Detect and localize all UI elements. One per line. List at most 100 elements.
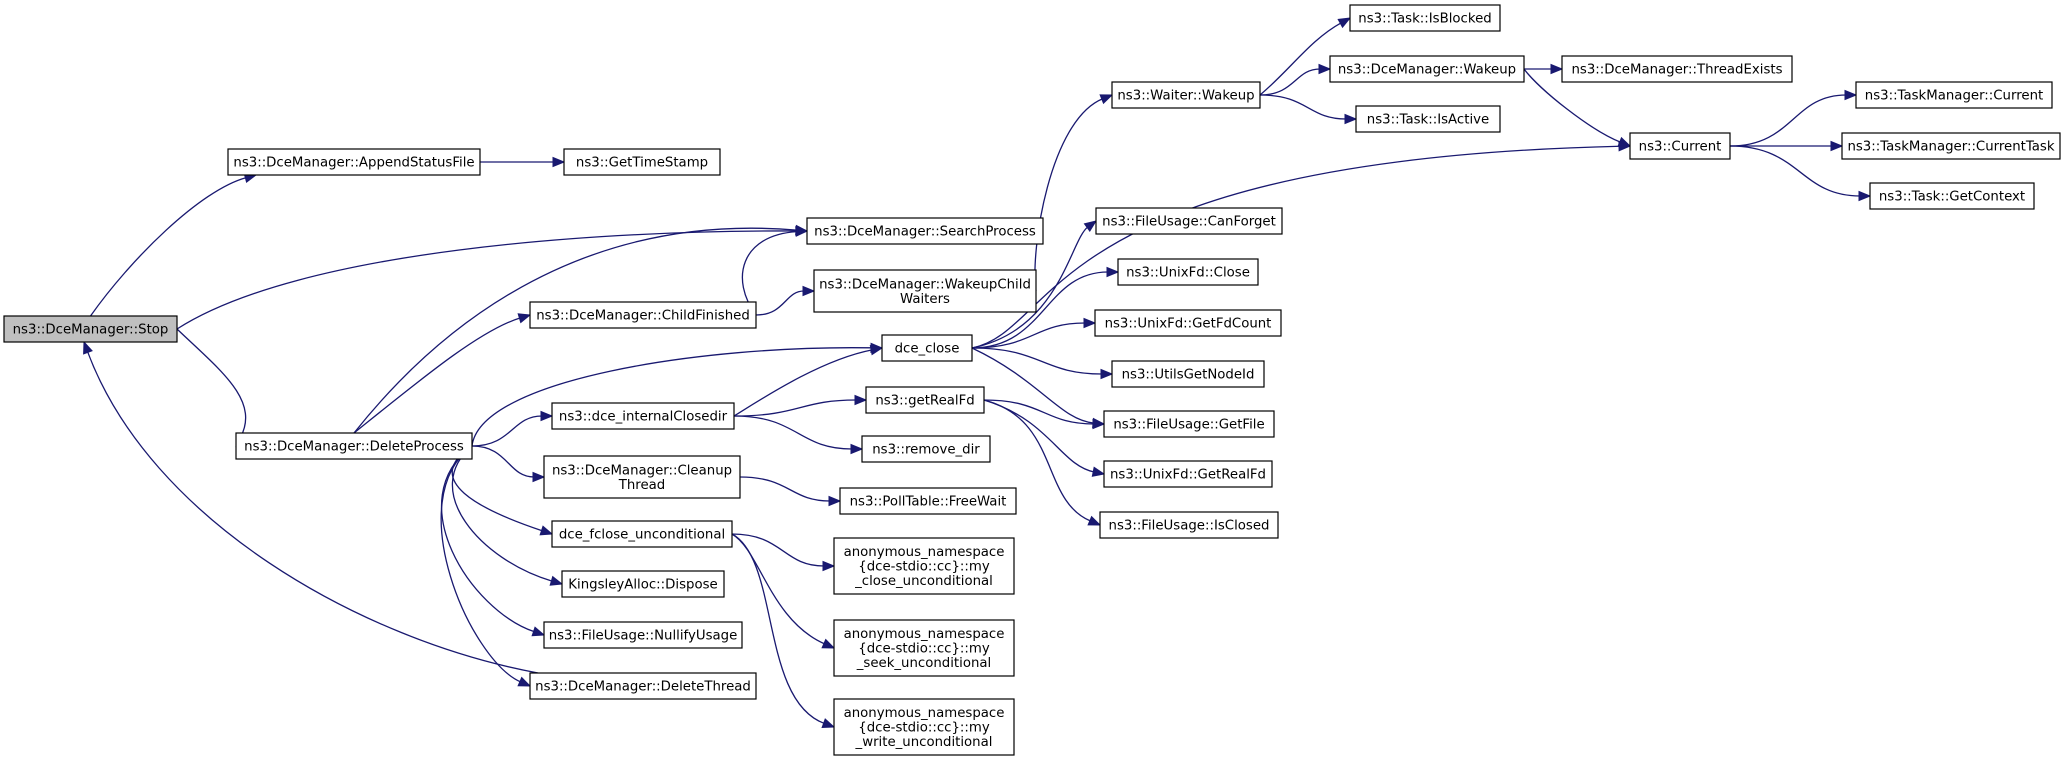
node-current[interactable]: ns3::Current — [1629, 132, 1731, 160]
node-box — [561, 570, 725, 598]
node-box — [227, 148, 481, 176]
call-edges — [83, 17, 1872, 728]
node-label: ns3::DceManager::WakeupChild — [819, 277, 1031, 292]
node-label: _seek_unconditional — [856, 656, 991, 671]
node-waiterwake[interactable]: ns3::Waiter::Wakeup — [1111, 81, 1261, 109]
arrow-head-icon — [854, 394, 868, 406]
node-box — [543, 455, 741, 499]
node-isblocked[interactable]: ns3::Task::IsBlocked — [1349, 4, 1501, 32]
edge-waiterwake-to-isblocked — [1259, 17, 1352, 96]
edge-dceclose-to-current — [971, 141, 1632, 349]
edge-fcloseuncond-to-myclose — [731, 533, 836, 572]
node-getfdcount[interactable]: ns3::UnixFd::GetFdCount — [1094, 309, 1282, 337]
node-tmcurrenttask[interactable]: ns3::TaskManager::CurrentTask — [1841, 132, 2061, 160]
node-search[interactable]: ns3::DceManager::SearchProcess — [806, 217, 1044, 245]
arrow-head-icon — [83, 340, 93, 355]
node-label: ns3::Task::IsBlocked — [1358, 12, 1491, 27]
node-box — [1855, 81, 2053, 109]
node-freewait[interactable]: ns3::PollTable::FreeWait — [839, 487, 1017, 515]
node-delthread[interactable]: ns3::DceManager::DeleteThread — [529, 672, 757, 700]
node-label: ns3::dce_internalClosedir — [559, 410, 728, 425]
node-label: ns3::DceManager::Stop — [13, 323, 169, 338]
edge-getrealfd-to-unixgetrealfd — [983, 399, 1106, 477]
arrow-head-icon — [517, 313, 532, 324]
node-myseek[interactable]: anonymous_namespace{dce-stdio::cc}::my_s… — [833, 619, 1015, 677]
arrow-head-icon — [1099, 94, 1114, 105]
node-box — [881, 334, 973, 362]
node-threadexists[interactable]: ns3::DceManager::ThreadExists — [1561, 55, 1793, 83]
node-fcloseuncond[interactable]: dce_fclose_unconditional — [551, 520, 733, 548]
node-mywrite[interactable]: anonymous_namespace{dce-stdio::cc}::my_w… — [833, 698, 1015, 756]
edge-wakeupchild-to-waiterwake — [1034, 94, 1114, 292]
node-isclosed[interactable]: ns3::FileUsage::IsClosed — [1099, 511, 1279, 539]
node-dceclose[interactable]: dce_close — [881, 334, 973, 362]
node-box — [1349, 4, 1501, 32]
node-delproc[interactable]: ns3::DceManager::DeleteProcess — [235, 432, 473, 460]
node-label: ns3::DceManager::ChildFinished — [536, 309, 750, 324]
edge-childfin-to-wakeupchild — [755, 285, 816, 316]
node-box — [833, 698, 1015, 756]
call-nodes: ns3::DceManager::Stop ns3::DceManager::Ap… — [3, 4, 2061, 756]
edge-line — [471, 347, 873, 447]
edge-dceclose-to-canforget — [971, 220, 1098, 349]
edge-delproc-to-cleanup — [471, 445, 546, 483]
node-box — [1841, 132, 2061, 160]
edge-line — [731, 533, 825, 567]
node-box — [1329, 55, 1525, 83]
edge-line — [440, 445, 535, 633]
edge-waiterwake-to-mgrwake — [1259, 63, 1332, 96]
arrow-head-icon — [532, 471, 546, 483]
node-box — [1103, 410, 1275, 438]
node-label: ns3::FileUsage::NullifyUsage — [549, 629, 738, 644]
node-box — [551, 520, 733, 548]
edge-line — [733, 415, 853, 450]
node-tmcurrent[interactable]: ns3::TaskManager::Current — [1855, 81, 2053, 109]
node-nullify[interactable]: ns3::FileUsage::NullifyUsage — [543, 621, 743, 649]
node-label: dce_fclose_unconditional — [559, 528, 725, 543]
node-getnodeid[interactable]: ns3::UtilsGetNodeId — [1111, 360, 1265, 388]
node-myclose[interactable]: anonymous_namespace{dce-stdio::cc}::my_c… — [833, 537, 1015, 595]
edge-current-to-tmcurrenttask — [1730, 140, 1844, 152]
edge-delproc-to-nullify — [440, 445, 546, 637]
node-append[interactable]: ns3::DceManager::AppendStatusFile — [227, 148, 481, 176]
node-label: ns3::UtilsGetNodeId — [1122, 368, 1255, 383]
arrow-head-icon — [531, 626, 546, 637]
edge-internalclosedir-to-dceclose — [733, 345, 884, 417]
edge-mgrwake-to-threadexists — [1524, 63, 1564, 75]
edge-current-to-getcontext — [1729, 145, 1872, 202]
edge-line — [1259, 22, 1342, 96]
arrow-head-icon — [549, 575, 564, 586]
node-label: Thread — [618, 478, 666, 493]
arrow-head-icon — [1318, 63, 1332, 75]
node-removedir[interactable]: ns3::remove_dir — [861, 435, 991, 463]
node-unixgetrealfd[interactable]: ns3::UnixFd::GetRealFd — [1103, 460, 1273, 488]
node-timestamp[interactable]: ns3::GetTimeStamp — [563, 148, 721, 176]
edge-line — [971, 347, 1095, 424]
edge-line — [86, 351, 539, 674]
node-kingsley[interactable]: KingsleyAlloc::Dispose — [561, 570, 725, 598]
edge-line — [1259, 68, 1321, 96]
edge-line — [471, 415, 543, 447]
node-box — [1103, 460, 1273, 488]
node-unixclose[interactable]: ns3::UnixFd::Close — [1117, 258, 1259, 286]
node-internalclosedir[interactable]: ns3::dce_internalClosedir — [551, 402, 735, 430]
node-label: ns3::Task::GetContext — [1879, 190, 2025, 205]
node-childfin[interactable]: ns3::DceManager::ChildFinished — [529, 301, 757, 329]
node-isactive[interactable]: ns3::Task::IsActive — [1355, 105, 1501, 133]
node-stop[interactable]: ns3::DceManager::Stop — [3, 315, 178, 343]
node-box — [865, 386, 985, 414]
node-getfile[interactable]: ns3::FileUsage::GetFile — [1103, 410, 1275, 438]
edge-getrealfd-to-getfile — [983, 399, 1106, 430]
node-canforget[interactable]: ns3::FileUsage::CanForget — [1095, 207, 1283, 235]
node-label: ns3::TaskManager::Current — [1865, 89, 2043, 104]
arrow-head-icon — [1844, 89, 1858, 101]
node-getrealfd[interactable]: ns3::getRealFd — [865, 386, 985, 414]
node-mgrwake[interactable]: ns3::DceManager::Wakeup — [1329, 55, 1525, 83]
node-getcontext[interactable]: ns3::Task::GetContext — [1869, 182, 2035, 210]
arrow-head-icon — [1550, 63, 1564, 75]
edge-line — [983, 399, 1095, 425]
edge-line — [739, 476, 831, 502]
edge-line — [733, 349, 873, 417]
